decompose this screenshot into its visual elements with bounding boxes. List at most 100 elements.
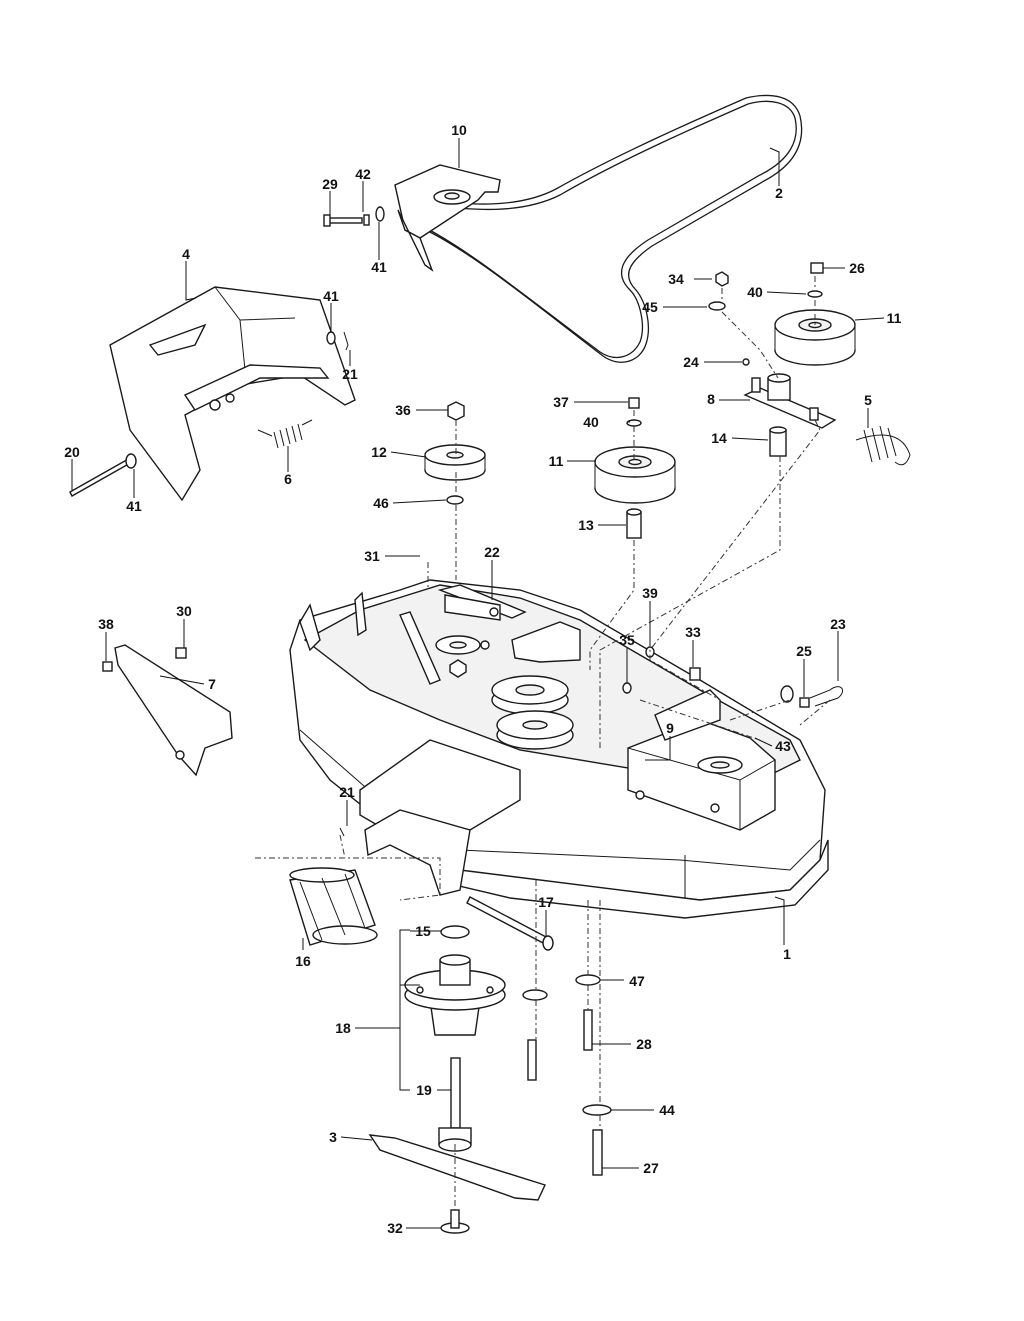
bearing-15: [440, 925, 470, 939]
callout-29: 29: [322, 176, 338, 192]
blade-bolt-32: [440, 1209, 470, 1234]
bushing-13: [626, 508, 642, 539]
washer-41-upper: [375, 206, 385, 222]
grease-fitting-24: [742, 358, 750, 366]
callout-13: 13: [578, 517, 594, 533]
spacer-46: [446, 495, 464, 505]
callout-9: 9: [666, 720, 674, 736]
callout-47: 47: [629, 973, 645, 989]
rod-17: [466, 896, 554, 951]
spacer-center: [522, 989, 548, 1001]
callout-14: 14: [711, 430, 727, 446]
callout-23: 23: [830, 616, 846, 632]
callout-36: 36: [395, 402, 411, 418]
deck-bracket-22: [444, 594, 501, 621]
washer-35: [622, 682, 632, 694]
bolt-26: [810, 262, 824, 274]
callout-2: 2: [775, 185, 783, 201]
callout-1: 1: [783, 946, 791, 962]
lockwasher-42: [363, 214, 370, 226]
washer-41-right: [326, 331, 336, 345]
callout-45: 45: [642, 299, 658, 315]
callout-32: 32: [387, 1220, 403, 1236]
spindle-shaft-19: [438, 1057, 472, 1152]
cotter-pin-21-top: [343, 331, 349, 351]
callout-10: 10: [451, 122, 467, 138]
callout-24: 24: [683, 354, 699, 370]
washer-41-left: [125, 453, 137, 469]
idler-arm-8: [743, 373, 837, 429]
bolt-25: [799, 697, 810, 708]
callout-37: 37: [553, 394, 569, 410]
nut-34: [715, 271, 729, 287]
bolt-center: [527, 1039, 537, 1081]
callout-27: 27: [643, 1160, 659, 1176]
callout-8: 8: [707, 391, 715, 407]
callout-43: 43: [775, 738, 791, 754]
pivot-rod-20: [69, 457, 133, 497]
deflector-bolt-lower: [175, 750, 185, 760]
callout-35: 35: [619, 632, 635, 648]
callout-5: 5: [864, 392, 872, 408]
callout-7: 7: [208, 676, 216, 692]
callout-22: 22: [484, 544, 500, 560]
washer-40-right: [807, 290, 823, 298]
callout-38: 38: [98, 616, 114, 632]
bolt-33: [689, 667, 701, 681]
callout-3: 3: [329, 1129, 337, 1145]
discharge-chute: [109, 286, 356, 502]
callout-40: 40: [583, 414, 599, 430]
callout-4: 4: [182, 246, 190, 262]
belt-shield-9: [627, 689, 776, 831]
washer-44: [582, 1104, 612, 1116]
assembly-lines: [255, 276, 831, 1210]
spindle-housing-18: [404, 954, 506, 1036]
callout-18: 18: [335, 1020, 351, 1036]
bolt-37: [628, 397, 640, 409]
callout-21: 21: [342, 366, 358, 382]
mulch-kit-16: [289, 867, 378, 946]
bolt-30: [175, 647, 187, 659]
callout-44: 44: [659, 1102, 675, 1118]
leader-lines: [71, 138, 885, 1229]
callout-6: 6: [284, 471, 292, 487]
callout-16: 16: [295, 953, 311, 969]
blade-3: [368, 1134, 546, 1201]
pulley-12: [424, 444, 486, 481]
callout-21: 21: [339, 784, 355, 800]
callout-11: 11: [549, 453, 564, 469]
callout-labels: 10 2 29 42 41 4 41 21 20 41 6 34 45 26 4…: [64, 122, 901, 1236]
callout-46: 46: [373, 495, 389, 511]
callout-19: 19: [416, 1082, 432, 1098]
deflector-7: [114, 644, 233, 777]
callout-20: 20: [64, 444, 80, 460]
washer-40-center: [626, 419, 642, 427]
callout-33: 33: [685, 624, 701, 640]
callout-42: 42: [355, 166, 371, 182]
bolt-28: [583, 1009, 593, 1051]
chute-spring: [257, 419, 313, 449]
bolt-29: [323, 214, 363, 227]
washer-47: [575, 974, 601, 986]
nut-38: [102, 661, 113, 672]
idler-spring-5: [855, 425, 911, 466]
bushing-14: [769, 426, 787, 457]
callout-31: 31: [364, 548, 380, 564]
callout-41: 41: [323, 288, 339, 304]
bolt-27: [592, 1129, 603, 1176]
callout-34: 34: [668, 271, 684, 287]
nut-36: [447, 401, 465, 421]
hairpin-23: [809, 686, 843, 707]
callout-39: 39: [642, 585, 658, 601]
callout-11: 11: [887, 310, 902, 326]
idler-pulley-11-center: [594, 446, 676, 504]
cotter-pin-21-lower: [339, 827, 345, 837]
washer-43: [780, 685, 794, 703]
belt-cover-bracket: [394, 164, 501, 272]
callout-25: 25: [796, 643, 812, 659]
callout-15: 15: [415, 923, 431, 939]
callout-30: 30: [176, 603, 192, 619]
callout-26: 26: [849, 260, 865, 276]
